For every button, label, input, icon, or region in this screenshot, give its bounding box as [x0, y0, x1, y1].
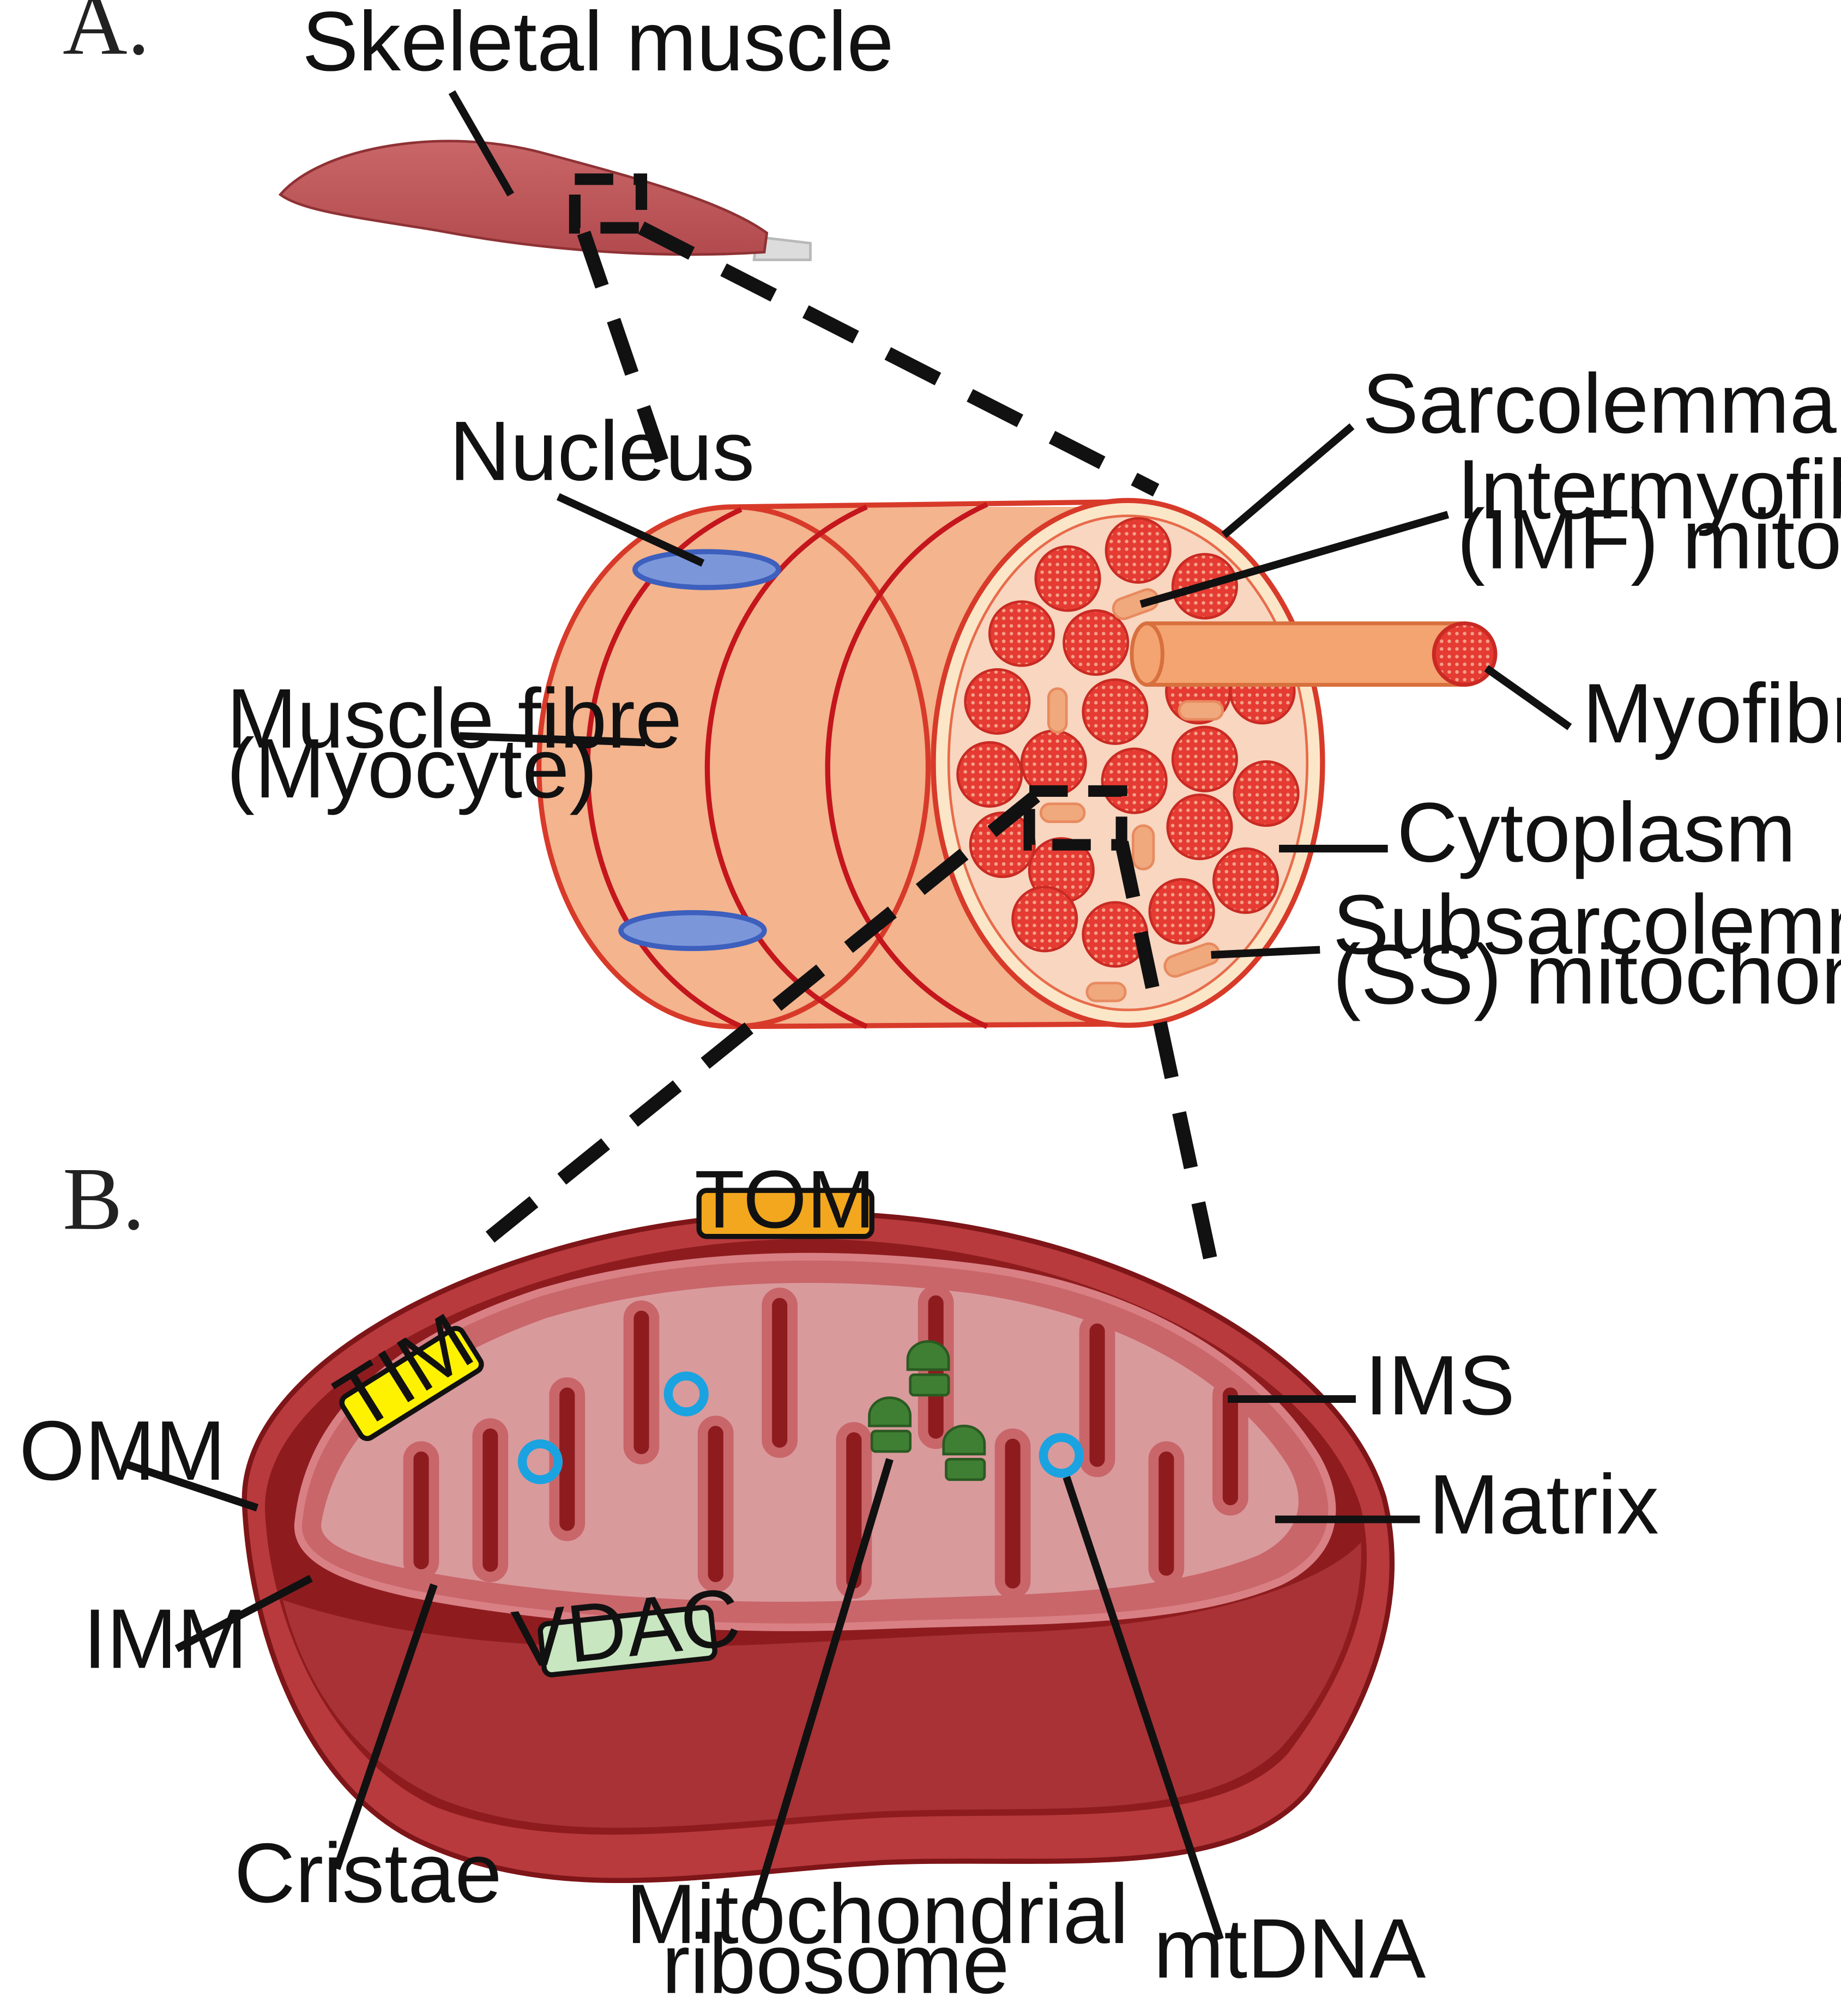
label-imf-line2: (IMF) mitochondria	[1457, 492, 1841, 586]
leader-ribosome	[750, 1458, 894, 1911]
label-ribosome-line1: Mitochondrial	[626, 1867, 1128, 1961]
label-myofibril: Myofibril	[1583, 666, 1841, 760]
leader-sarcolemma	[1221, 423, 1355, 538]
leader-imf	[1139, 511, 1450, 608]
nucleus-bottom	[618, 910, 767, 951]
ss-mitochondria	[1085, 942, 1221, 1002]
label-ims: IMS	[1365, 1338, 1515, 1432]
nucleus-top	[632, 549, 781, 590]
leader-omm	[122, 1459, 259, 1512]
mitochondrion: TOM TIM VDAC	[242, 1153, 1395, 1884]
imf-mitochondria	[1039, 588, 1224, 871]
leader-skeletal-muscle	[448, 90, 515, 197]
leader-myofibril	[1484, 665, 1572, 730]
leader-ss	[1211, 946, 1320, 959]
panel-label-a: A.	[63, 0, 150, 74]
vdac-protein: VDAC	[508, 1571, 744, 1686]
fibre-cross-section	[931, 498, 1325, 1028]
label-sarcolemma: Sarcolemma	[1362, 356, 1837, 451]
tom-protein: TOM	[695, 1153, 875, 1245]
zoom-line-muscle-left	[577, 231, 674, 479]
myofibril-protrusion	[1130, 621, 1498, 687]
label-cristae: Cristae	[234, 1826, 502, 1920]
skeletal-muscle-illustration	[278, 140, 812, 262]
label-muscle-fibre-line1: Muscle fibre	[227, 671, 683, 766]
label-ss-line1: Subsarcolemmal	[1333, 877, 1841, 972]
mitochondrial-ribosomes	[868, 1340, 986, 1481]
zoom-box-fibre	[1023, 785, 1127, 851]
label-mtdna: mtDNA	[1154, 1902, 1426, 1996]
panel-label-b: B.	[63, 1149, 145, 1249]
mtdna-rings	[517, 1371, 1084, 1485]
zoom-line-fibre-left	[483, 790, 1040, 1245]
zoom-line-fibre-right	[1114, 840, 1225, 1294]
leader-mtdna	[1063, 1476, 1224, 1941]
label-ss-line2: (SS) mitochondria	[1333, 927, 1841, 1021]
label-skeletal-muscle: Skeletal muscle	[302, 0, 894, 88]
leader-nucleus	[556, 493, 705, 567]
label-imf-line1: Intermyofibrillar	[1457, 442, 1841, 536]
label-imm: IMM	[83, 1591, 248, 1686]
leader-cristae	[333, 1583, 438, 1870]
zoom-box-muscle	[569, 173, 648, 234]
leader-muscle-fibre	[459, 732, 645, 747]
label-ribosome-line2: ribosome	[662, 1917, 1009, 2011]
zoom-line-muscle-right	[638, 221, 1160, 497]
tom-label: TOM	[695, 1153, 875, 1245]
label-cytoplasm: Cytoplasm	[1397, 785, 1796, 880]
leader-imm	[174, 1575, 313, 1652]
label-matrix: Matrix	[1429, 1457, 1659, 1552]
label-nucleus: Nucleus	[449, 404, 754, 498]
